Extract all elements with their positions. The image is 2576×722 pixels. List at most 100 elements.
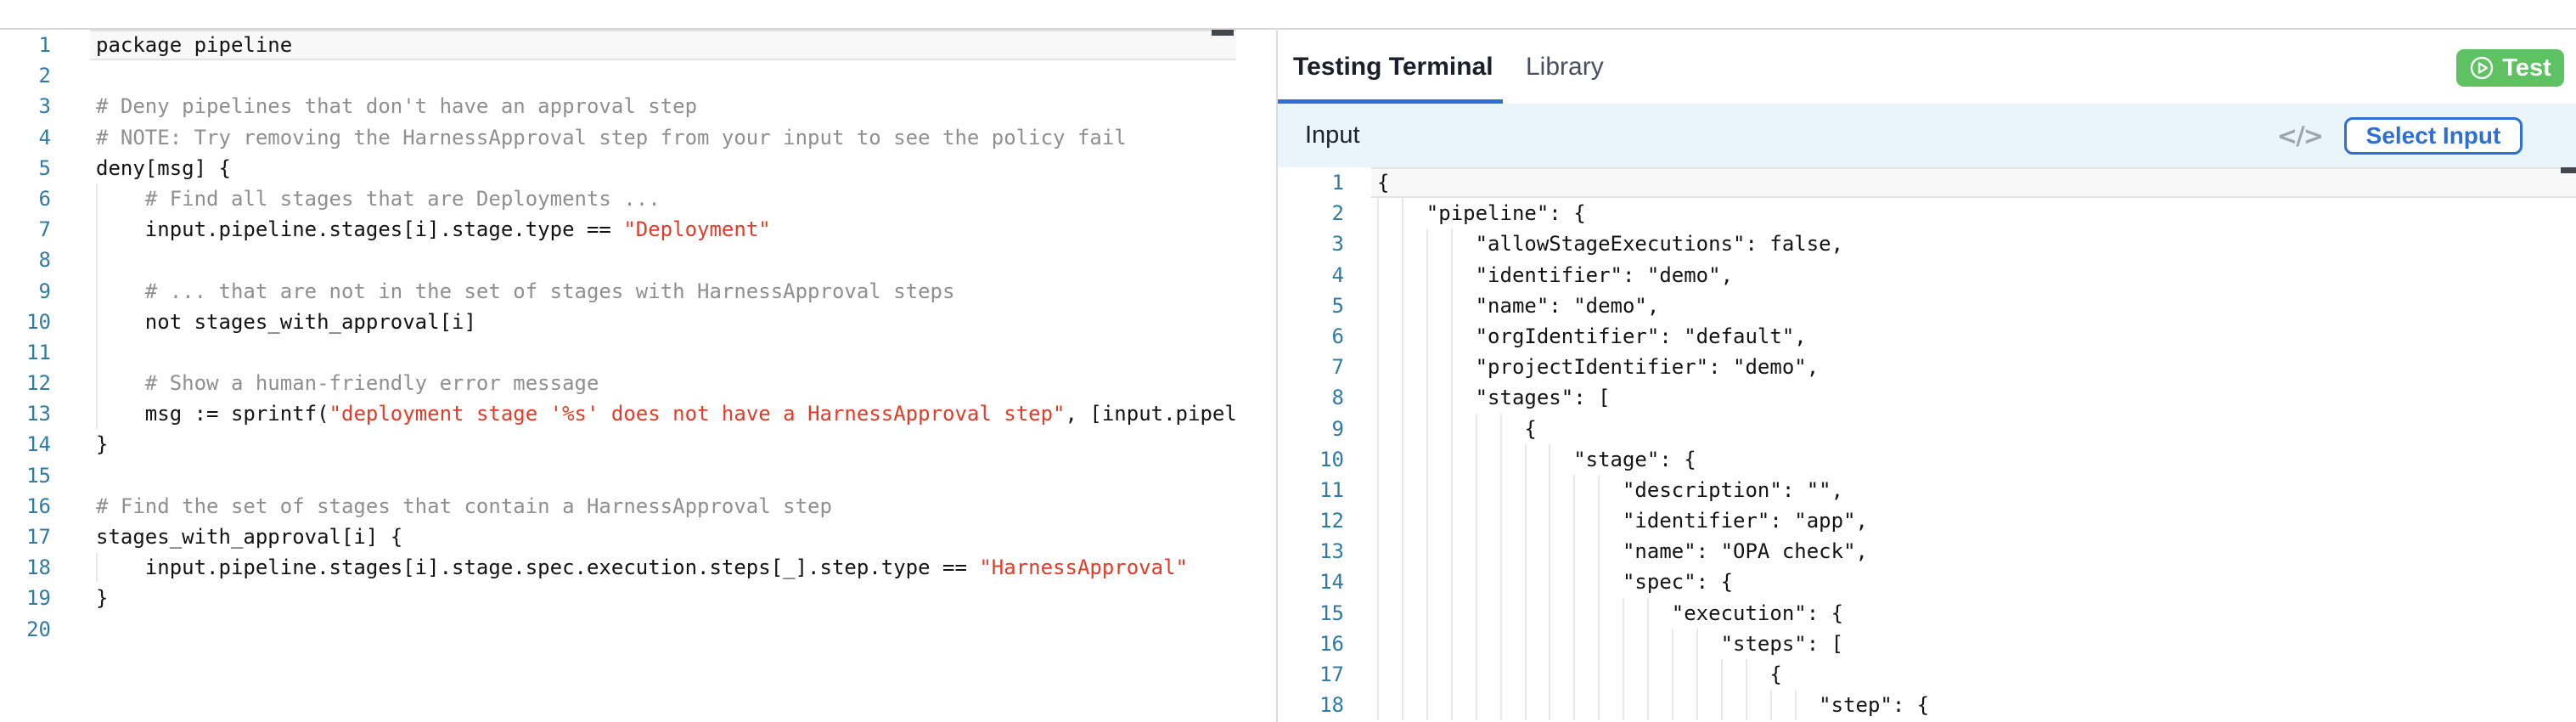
code-line[interactable]: 6 "orgIdentifier": "default", [1278,320,2576,353]
policy-editor-scrollbar-thumb[interactable] [1212,30,1234,36]
select-input-button[interactable]: Select Input [2344,116,2523,155]
code-line[interactable]: 10 not stages_with_approval[i] [0,306,1236,337]
code-line[interactable]: 9 { [1278,413,2576,444]
code-line[interactable]: 11 [0,336,1236,369]
indent-guide [96,336,98,369]
code-line[interactable]: 10 "stage": { [1278,443,2576,475]
indent-guide [1745,690,1747,721]
code-line[interactable]: 16 "steps": [ [1278,628,2576,659]
indent-guide [1450,443,1453,475]
indent-guide [1426,290,1428,321]
indent-guide [1426,352,1428,383]
code-line[interactable]: 4 "identifier": "demo", [1278,259,2576,290]
indent-guide [1401,659,1403,691]
indent-guide [1377,320,1379,353]
indent-guide [1475,443,1477,475]
code-line[interactable]: 14 "spec": { [1278,567,2576,598]
indent-guide [1549,659,1551,691]
active-tab-underline [1278,99,1503,104]
input-editor-scrollbar-thumb[interactable] [2561,167,2576,173]
code-line[interactable]: 1{ [1278,167,2576,199]
code-line[interactable]: 3 "allowStageExecutions": false, [1278,228,2576,260]
indent-guide [1524,659,1527,691]
code-angle-brackets-icon[interactable]: </> [2276,121,2324,150]
code-line[interactable]: 20 [0,614,1236,645]
code-text: { [1377,663,1782,686]
line-number: 5 [38,155,51,180]
indent-guide [1401,352,1403,383]
code-line[interactable]: 15 [0,460,1236,491]
code-line[interactable]: 17 { [1278,659,2576,691]
indent-guide [1672,690,1674,721]
code-line[interactable]: 2 [0,60,1236,91]
indent-guide [1524,474,1527,506]
line-number: 14 [26,432,51,457]
code-line[interactable]: 14} [0,429,1236,460]
indent-guide [1524,443,1527,475]
test-button[interactable]: Test [2456,49,2564,87]
line-number: 8 [1331,386,1344,410]
indent-guide [1401,290,1403,321]
code-line[interactable]: 11 "description": "", [1278,474,2576,506]
code-line[interactable]: 7 "projectIdentifier": "demo", [1278,352,2576,383]
code-line[interactable]: 4# NOTE: Try removing the HarnessApprova… [0,122,1236,153]
indent-guide [1426,320,1428,353]
code-line[interactable]: 6 # Find all stages that are Deployments… [0,183,1236,215]
line-number: 4 [1331,262,1344,287]
indent-guide [1426,536,1428,567]
code-line[interactable]: 13 msg := sprintf("deployment stage '%s'… [0,398,1236,430]
indent-guide [1573,690,1576,721]
indent-guide [1499,659,1502,691]
code-line[interactable]: 15 "execution": { [1278,597,2576,629]
line-number: 3 [38,94,51,119]
code-line[interactable]: 18 input.pipeline.stages[i].stage.spec.e… [0,552,1236,584]
code-line[interactable]: 8 "stages": [ [1278,382,2576,414]
tab-library[interactable]: Library [1526,53,1604,81]
indent-guide [1598,690,1600,721]
code-text: "stages": [ [1377,386,1611,410]
indent-guide [1426,228,1428,260]
code-line[interactable]: 16# Find the set of stages that contain … [0,491,1236,522]
indent-guide [96,306,98,337]
indent-guide [1549,690,1551,721]
code-line[interactable]: 13 "name": "OPA check", [1278,536,2576,567]
code-line[interactable]: 2 "pipeline": { [1278,198,2576,229]
code-line[interactable]: 12 # Show a human-friendly error message [0,368,1236,399]
indent-guide [1549,505,1551,537]
code-line[interactable]: 9 # ... that are not in the set of stage… [0,275,1236,307]
indent-guide [1377,290,1379,321]
code-line[interactable]: 3 # Deny pipelines that don't have an app… [0,91,1236,121]
code-line[interactable]: 8 [0,245,1236,276]
code-line[interactable]: 12 "identifier": "app", [1278,505,2576,537]
code-line[interactable]: 7 input.pipeline.stages[i].stage.type ==… [0,214,1236,245]
indent-guide [1598,597,1600,629]
code-text: # Deny pipelines that don't have an appr… [96,94,698,119]
code-text: "description": "", [1377,477,1844,502]
code-text: "execution": { [1377,601,1844,625]
indent-guide [1426,628,1428,659]
indent-guide [1450,320,1453,353]
indent-guide [1377,597,1379,629]
indent-guide [1573,597,1576,629]
input-json-editor[interactable]: 1{2 "pipeline": {3 "allowStageExecutions… [1278,167,2576,722]
code-line[interactable]: 19} [0,583,1236,613]
indent-guide [1377,259,1379,290]
indent-guide [1745,659,1747,691]
indent-guide [1426,597,1428,629]
indent-guide [1573,659,1576,691]
indent-guide [1450,690,1453,721]
tab-testing-terminal[interactable]: Testing Terminal [1293,53,1493,81]
line-number: 1 [1331,171,1344,195]
indent-guide [1377,567,1379,598]
indent-guide [1598,505,1600,537]
indent-guide [1720,690,1723,721]
indent-guide [1549,536,1551,567]
code-line[interactable]: 18 "step": { [1278,690,2576,721]
panel-divider[interactable] [1276,28,1278,722]
indent-guide [1426,382,1428,414]
code-line[interactable]: 5 "name": "demo", [1278,290,2576,321]
